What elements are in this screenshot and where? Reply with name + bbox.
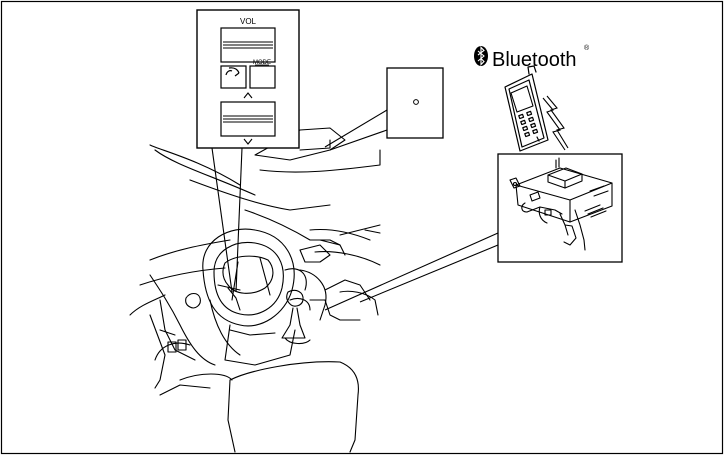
registered-mark: ® [584,44,590,52]
bluetooth-rune-icon [474,46,488,66]
bluetooth-logo: Bluetooth ® [474,44,590,71]
vol-label: VOL [240,17,257,26]
microphone-callout-frame [387,68,443,138]
mode-button[interactable] [250,66,275,88]
steering-switch-panel: VOL MODE [197,10,299,148]
phone-button[interactable] [221,66,246,88]
